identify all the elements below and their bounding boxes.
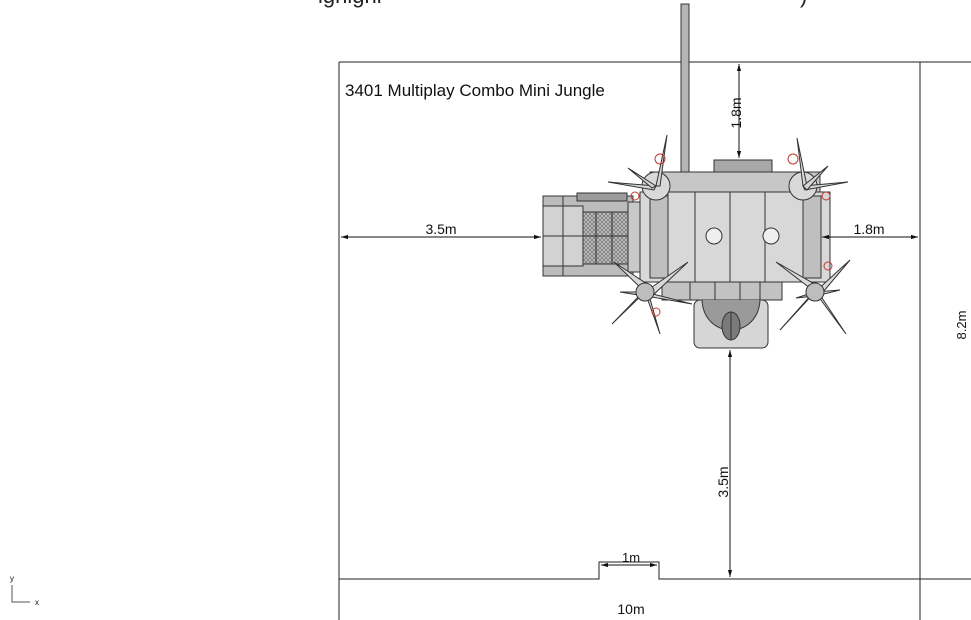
palm-tree-right — [775, 259, 851, 335]
drawing-title: 3401 Multiplay Combo Mini Jungle — [345, 81, 605, 100]
axis-y-label: y — [10, 574, 14, 583]
opening-width-label: 1m — [622, 550, 640, 565]
top-clearance-label: 1.8m — [728, 97, 744, 128]
lower-slide — [693, 299, 769, 349]
axis-x-label: x — [35, 598, 39, 607]
right-edge-dimension-label: 8.2m — [954, 311, 969, 340]
palm-tree-left — [611, 261, 693, 335]
total-width-label: 10m — [617, 601, 644, 617]
right-clearance-label: 1.8m — [853, 221, 884, 237]
safety-zone-boundary — [338, 61, 971, 620]
palm-leaves-top-right — [796, 137, 849, 191]
caption-fragment-end: ) — [800, 0, 807, 9]
axis-icon: y x — [10, 574, 39, 607]
red-fixtures — [630, 153, 833, 317]
vertical-pole — [680, 3, 690, 173]
caption-fragment: ighighi — [318, 0, 382, 9]
palm-leaves-top-left — [607, 134, 668, 191]
left-clearance-label: 3.5m — [425, 221, 456, 237]
bottom-clearance-label: 3.5m — [715, 466, 731, 497]
cropped-caption-text: ighighi ) — [0, 0, 971, 12]
slide-section — [542, 192, 645, 277]
